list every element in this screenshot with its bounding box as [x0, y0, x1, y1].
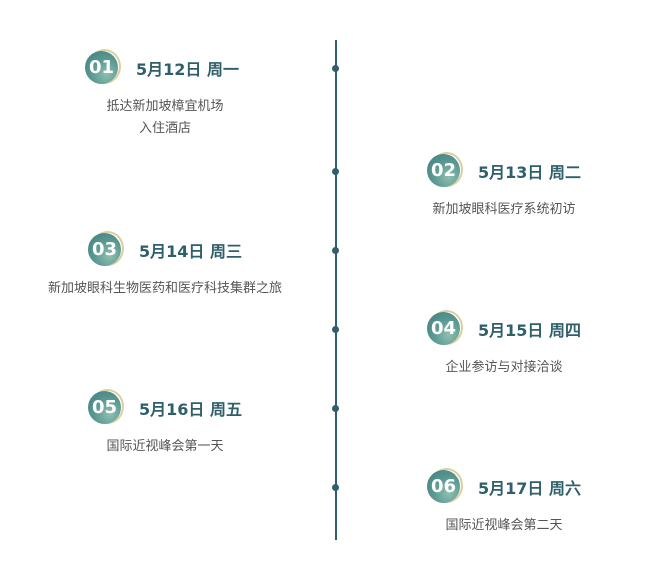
event-description-line: 国际近视峰会第二天: [445, 518, 563, 533]
event-number: 04: [430, 318, 457, 339]
event-header: 05 5月16日 周五: [88, 389, 242, 426]
event-date: 5月13日 周二: [478, 162, 581, 182]
event-number: 02: [430, 160, 457, 181]
event-description-line: 国际近视峰会第一天: [106, 439, 224, 454]
event-number-badge: 02: [427, 152, 464, 189]
timeline-axis: [335, 40, 337, 540]
event-date: 5月17日 周六: [478, 478, 581, 498]
event-description-line: 抵达新加坡樟宜机场: [106, 99, 224, 114]
event-header: 01 5月12日 周一: [85, 49, 239, 86]
timeline-dot: [332, 65, 339, 72]
event-description: 国际近视峰会第一天: [65, 436, 265, 458]
event-number: 06: [430, 476, 457, 497]
event-number: 03: [91, 239, 118, 260]
event-description: 国际近视峰会第二天: [404, 515, 604, 537]
event-header: 02 5月13日 周二: [427, 152, 581, 189]
event-header: 04 5月15日 周四: [427, 310, 581, 347]
timeline-dot: [332, 405, 339, 412]
event-number-badge: 06: [427, 468, 464, 505]
event-header: 06 5月17日 周六: [427, 468, 581, 505]
event-description: 新加坡眼科生物医药和医疗科技集群之旅: [15, 278, 315, 300]
event-description-line: 入住酒店: [138, 121, 191, 136]
event-date: 5月15日 周四: [478, 320, 581, 340]
timeline-dot: [332, 168, 339, 175]
timeline-dot: [332, 484, 339, 491]
event-number: 01: [88, 57, 115, 78]
timeline-dot: [332, 326, 339, 333]
event-header: 03 5月14日 周三: [88, 231, 242, 268]
event-number-badge: 05: [88, 389, 125, 426]
event-date: 5月14日 周三: [139, 241, 242, 261]
timeline-dot: [332, 247, 339, 254]
event-date: 5月16日 周五: [139, 399, 242, 419]
event-number-badge: 01: [85, 49, 122, 86]
event-description-line: 新加坡眼科医疗系统初访: [432, 202, 576, 217]
event-number-badge: 04: [427, 310, 464, 347]
event-description: 企业参访与对接洽谈: [404, 357, 604, 379]
event-date: 5月12日 周一: [136, 59, 239, 79]
event-description-line: 企业参访与对接洽谈: [445, 360, 563, 375]
event-number-badge: 03: [88, 231, 125, 268]
event-number: 05: [91, 397, 118, 418]
event-description: 抵达新加坡樟宜机场 入住酒店: [65, 96, 265, 140]
event-description-line: 新加坡眼科生物医药和医疗科技集群之旅: [47, 281, 282, 296]
event-description: 新加坡眼科医疗系统初访: [394, 199, 614, 221]
